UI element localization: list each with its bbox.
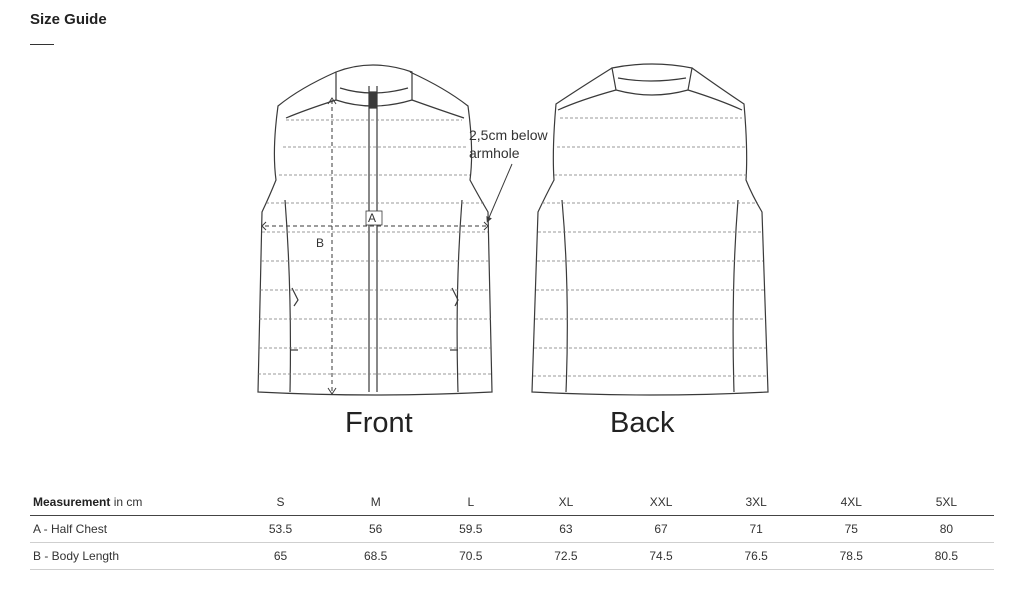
table-cell: 72.5	[554, 549, 578, 563]
back-side-seam-right	[732, 199, 739, 393]
size-table-header: Measurement in cm S M L XL XXL 3XL 4XL 5…	[30, 489, 994, 516]
back-quilting	[533, 117, 767, 377]
table-cell: 80.5	[934, 549, 959, 563]
size-header: 5XL	[935, 495, 958, 509]
front-pocket-left	[291, 287, 299, 307]
measurement-header: Measurement in cm	[30, 489, 233, 516]
front-shoulder-left	[285, 99, 337, 119]
front-label: Front	[345, 407, 413, 439]
size-header: L	[467, 495, 475, 509]
size-header: XL	[558, 495, 574, 509]
back-body-outline	[531, 67, 769, 396]
size-header: S	[276, 495, 285, 509]
table-cell: 71	[749, 522, 763, 536]
back-label: Back	[610, 407, 675, 439]
table-cell: 76.5	[744, 549, 768, 563]
marker-b: B	[316, 236, 324, 250]
measurement-guides	[261, 97, 513, 395]
measurement-header-unit: in cm	[110, 495, 143, 509]
annotation-line-2: armhole	[469, 145, 520, 161]
armhole-annotation: 2,5cm below armhole	[469, 126, 569, 162]
back-side-seam-left	[561, 199, 568, 393]
front-side-seam-right	[456, 199, 463, 393]
annotation-pointer	[486, 163, 513, 223]
size-header: 3XL	[745, 495, 767, 509]
annotation-line-1: 2,5cm below	[469, 127, 548, 143]
back-vest	[531, 63, 769, 396]
page-title: Size Guide	[30, 11, 107, 28]
front-body-outline	[257, 71, 493, 396]
table-cell: 67	[654, 522, 668, 536]
back-yoke	[557, 89, 617, 111]
table-cell: 80	[939, 522, 954, 536]
table-cell: 70.5	[459, 549, 483, 563]
title-underline	[30, 44, 54, 45]
table-cell: 75	[844, 522, 858, 536]
size-header: 4XL	[840, 495, 862, 509]
row-label: B - Body Length	[33, 549, 120, 563]
table-row: A - Half Chest 53.5 56 59.5 63 67 71 75 …	[30, 516, 994, 543]
table-row: B - Body Length 65 68.5 70.5 72.5 74.5 7…	[30, 543, 994, 570]
front-shoulder-right	[411, 99, 465, 119]
front-quilting	[258, 119, 492, 375]
table-cell: 53.5	[268, 522, 293, 536]
front-pocket-right	[451, 287, 459, 307]
table-cell: 63	[559, 522, 573, 536]
table-cell: 74.5	[649, 549, 673, 563]
front-vest	[257, 64, 493, 396]
front-side-seam-left	[284, 199, 292, 393]
size-header: XXL	[649, 495, 673, 509]
back-collar	[611, 63, 693, 96]
vest-illustration: A B	[257, 63, 769, 396]
table-cell: 56	[369, 522, 383, 536]
row-label: A - Half Chest	[33, 522, 108, 536]
table-cell: 68.5	[364, 549, 388, 563]
table-cell: 59.5	[459, 522, 483, 536]
marker-a: A	[368, 211, 376, 225]
table-cell: 78.5	[839, 549, 863, 563]
size-header: M	[370, 495, 381, 509]
size-table: Measurement in cm S M L XL XXL 3XL 4XL 5…	[30, 489, 994, 570]
zipper-pull	[369, 91, 377, 109]
measurement-header-label: Measurement	[33, 495, 111, 509]
table-cell: 65	[273, 549, 288, 563]
